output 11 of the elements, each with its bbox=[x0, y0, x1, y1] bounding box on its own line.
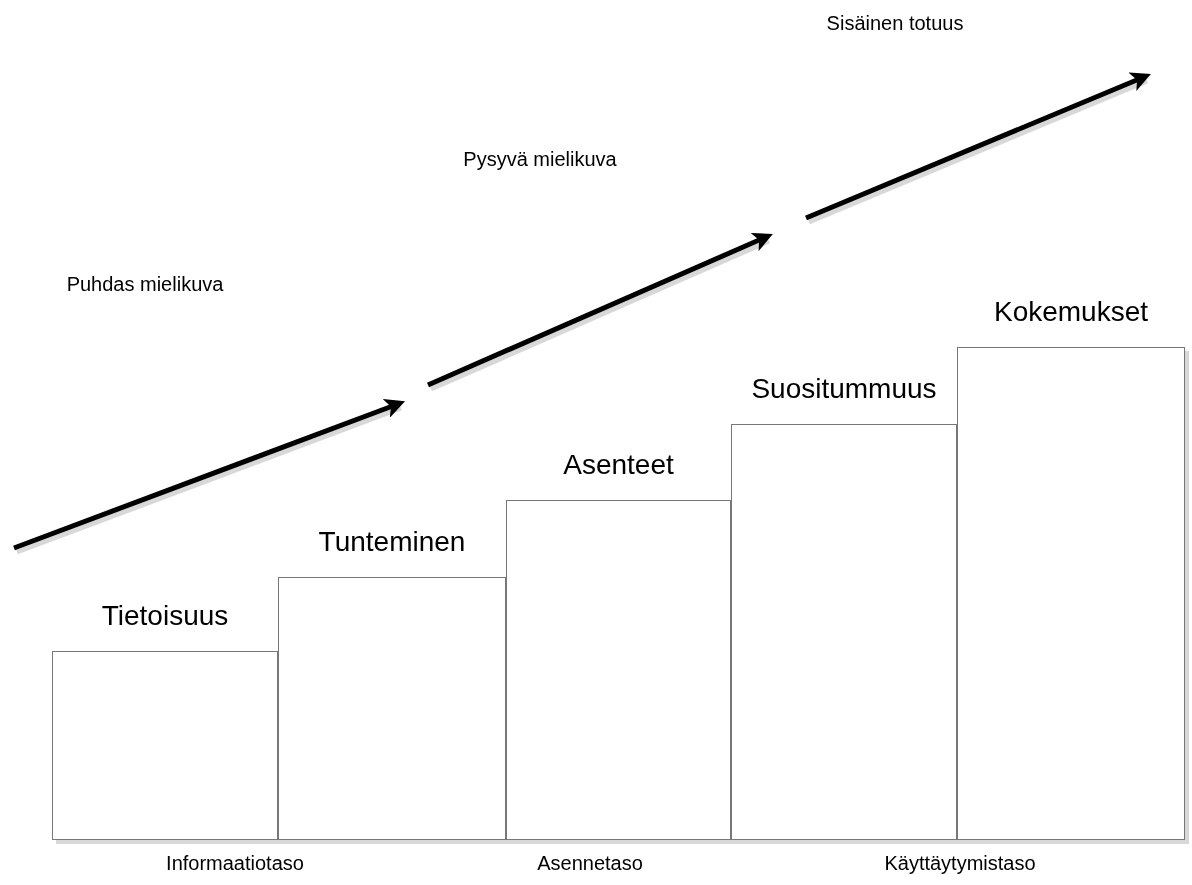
step-heading: Kokemukset bbox=[992, 295, 1150, 329]
level-label: Käyttäytymistaso bbox=[884, 851, 1036, 876]
step-heading: Suositummuus bbox=[750, 372, 938, 406]
step-heading: Tunteminen bbox=[317, 525, 467, 559]
level-label: Informaatiotaso bbox=[166, 851, 304, 876]
level-label: Asennetaso bbox=[537, 851, 643, 876]
step-heading: Asenteet bbox=[562, 448, 675, 482]
stage-label: Sisäinen totuus bbox=[826, 11, 964, 36]
stage-label: Pysyvä mielikuva bbox=[463, 147, 617, 172]
stage-label: Puhdas mielikuva bbox=[66, 272, 224, 297]
step-heading: Tietoisuus bbox=[100, 599, 230, 633]
